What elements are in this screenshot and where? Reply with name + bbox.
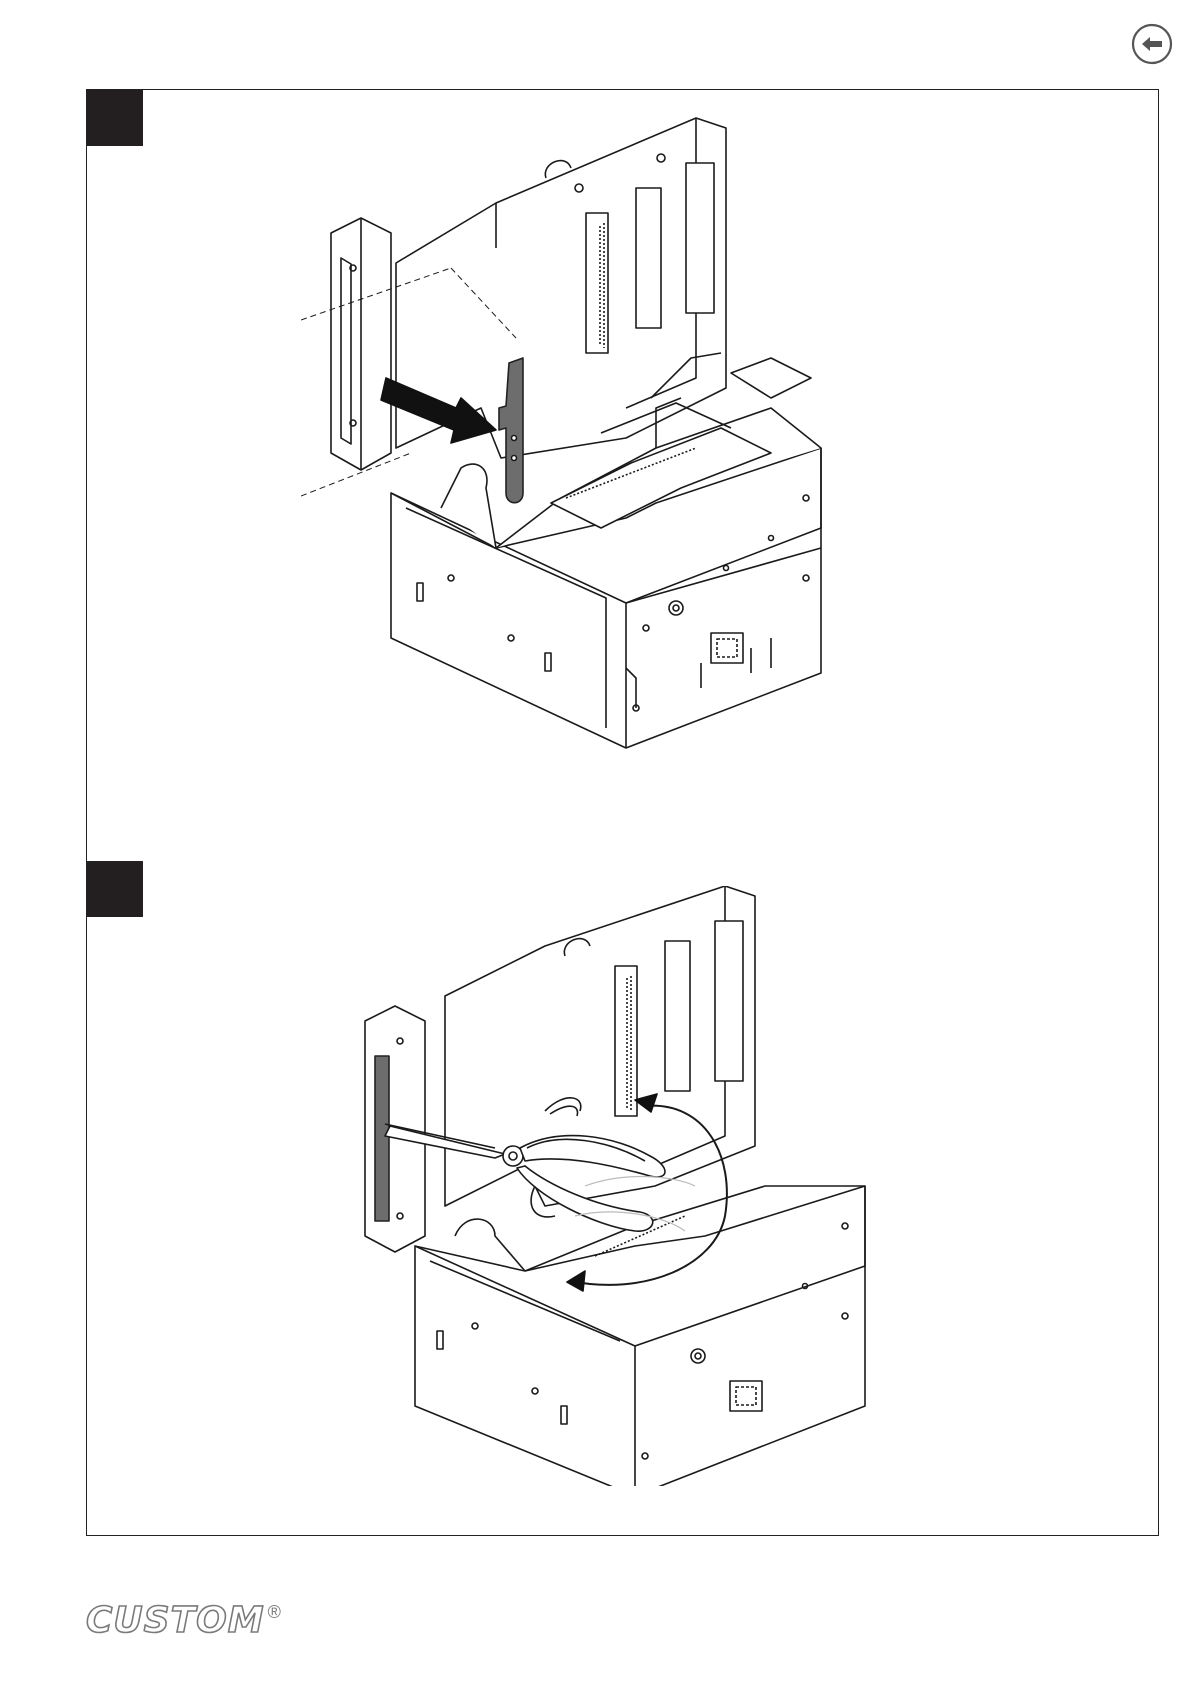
printer-illustration-step-1 xyxy=(301,108,961,768)
registered-mark: ® xyxy=(268,1601,281,1623)
content-frame xyxy=(86,89,1159,1536)
arrow-left-circle-icon xyxy=(1131,23,1173,65)
brand-name: CUSTOM xyxy=(86,1601,265,1641)
step-marker-2 xyxy=(87,861,143,917)
printer-illustration-step-2 xyxy=(345,886,985,1486)
back-button[interactable] xyxy=(1131,23,1173,65)
brand-logo: CUSTOM ® xyxy=(86,1601,281,1641)
step-marker-1 xyxy=(87,90,143,146)
